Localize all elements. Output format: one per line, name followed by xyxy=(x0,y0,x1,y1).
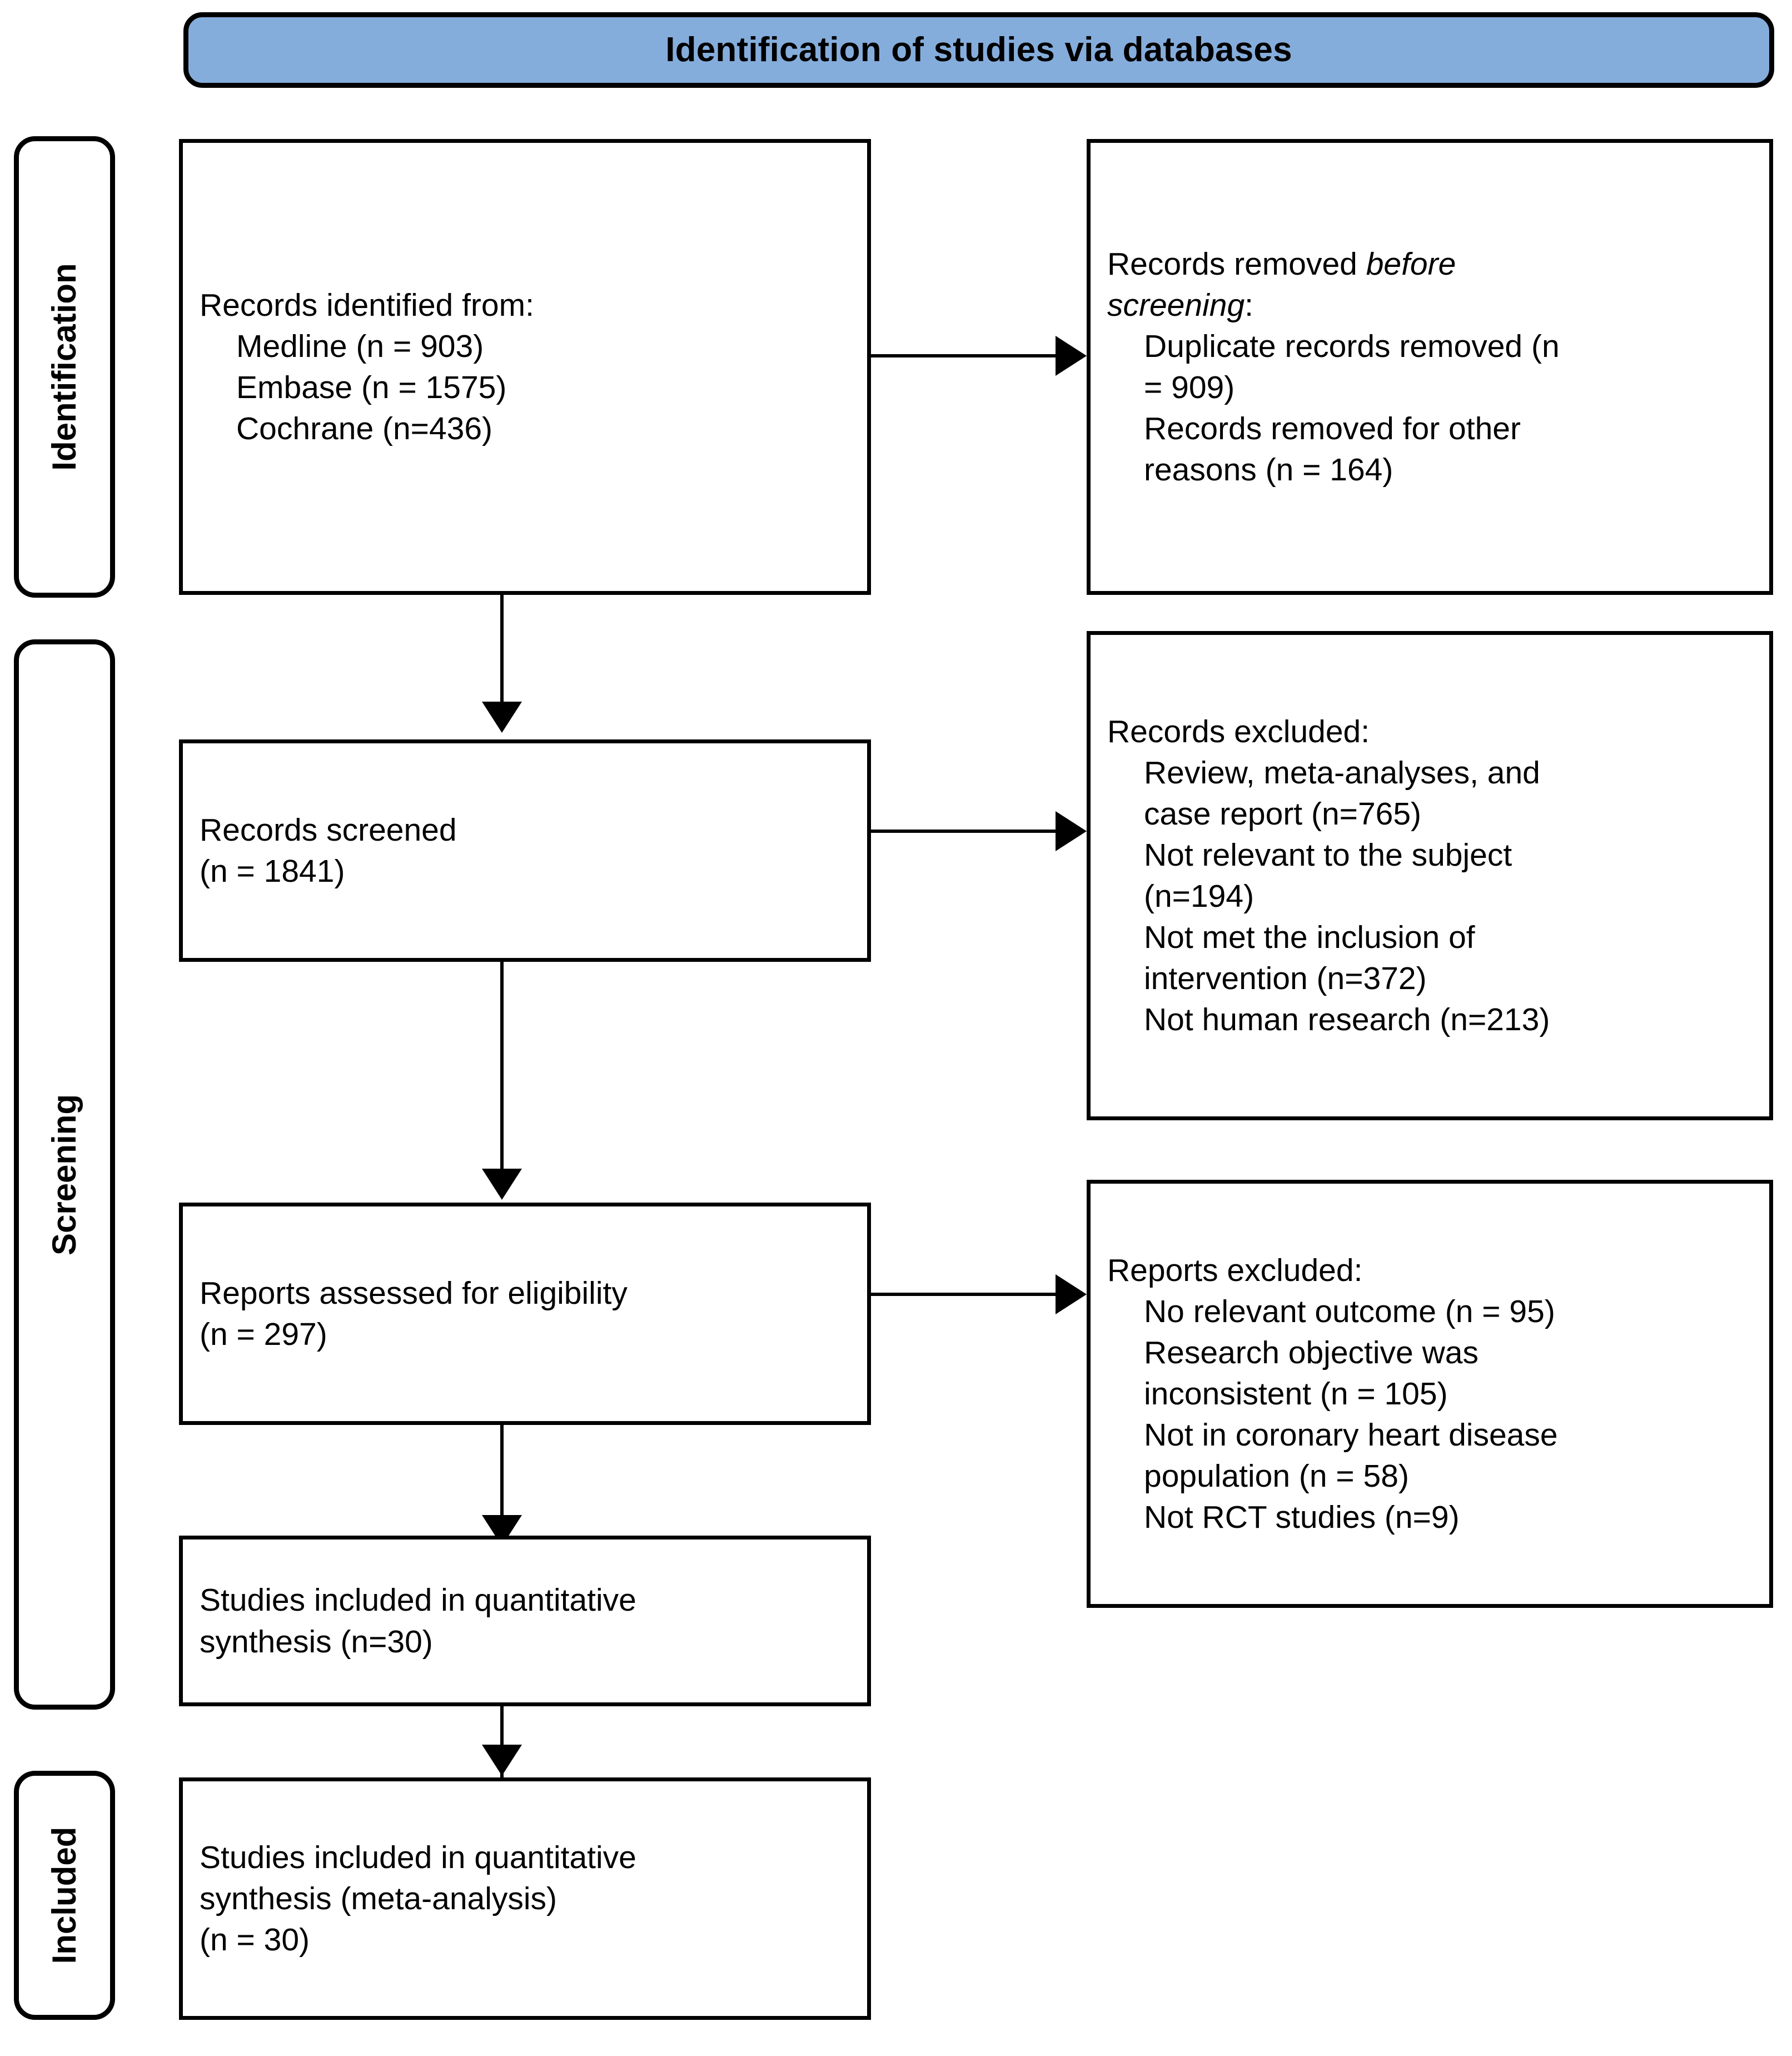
line-records-screened-0: Records screened xyxy=(200,812,457,848)
line-records-removed-2: Duplicate records removed (n xyxy=(1144,328,1560,364)
line-reports-assessed-1: (n = 297) xyxy=(200,1317,327,1352)
line-studies-quantitative-1: synthesis (n=30) xyxy=(200,1623,433,1660)
node-studies-quantitative: Studies included in quantitative synthes… xyxy=(179,1536,871,1706)
line-records-excluded-5: Not met the inclusion of xyxy=(1144,920,1475,956)
line-records-screened-1: (n = 1841) xyxy=(200,853,345,889)
line-records-identified-3: Cochrane (n=436) xyxy=(236,411,493,447)
line-reports-excluded-1: No relevant outcome (n = 95) xyxy=(1144,1293,1555,1329)
line-records-identified-1: Medline (n = 903) xyxy=(236,328,484,364)
stage-bracket-identification: Identification xyxy=(14,136,115,598)
line-records-removed-1b: : xyxy=(1245,287,1253,323)
line-records-removed-0a: Records removed xyxy=(1107,246,1366,282)
node-records-excluded: Records excluded: Review, meta-analyses,… xyxy=(1087,631,1773,1120)
line-records-excluded-1: Review, meta-analyses, and xyxy=(1144,754,1540,791)
line-records-excluded-6: intervention (n=372) xyxy=(1144,961,1427,997)
line-records-removed-1a: screening xyxy=(1107,287,1245,323)
line-records-removed-0b: before xyxy=(1366,246,1456,282)
line-reports-excluded-2: Research objective was xyxy=(1144,1334,1479,1370)
node-records-excluded-text: Records excluded: Review, meta-analyses,… xyxy=(1091,711,1769,1041)
stage-label-screening: Screening xyxy=(46,1094,83,1255)
line-reports-excluded-3: inconsistent (n = 105) xyxy=(1144,1375,1448,1412)
line-reports-excluded-4: Not in coronary heart disease xyxy=(1144,1417,1558,1453)
line-records-identified-2: Embase (n = 1575) xyxy=(236,370,507,405)
line-records-excluded-4: (n=194) xyxy=(1144,878,1255,914)
connector-screened-to-excluded-line xyxy=(871,830,1056,833)
connector-identified-to-removed-arrowhead xyxy=(1056,336,1087,376)
line-studies-quantitative-0: Studies included in quantitative xyxy=(200,1582,636,1618)
node-reports-assessed-text: Reports assessed for eligibility (n = 29… xyxy=(183,1273,867,1355)
banner-title: Identification of studies via databases xyxy=(665,30,1292,69)
node-reports-excluded: Reports excluded: No relevant outcome (n… xyxy=(1087,1180,1773,1608)
line-reports-excluded-5: population (n = 58) xyxy=(1144,1458,1409,1494)
connector-assessed-to-quantitative-line xyxy=(500,1425,504,1519)
node-records-screened-text: Records screened (n = 1841) xyxy=(183,810,867,892)
connector-identified-to-removed-line xyxy=(871,354,1056,357)
node-records-identified: Records identified from: Medline (n = 90… xyxy=(179,139,871,595)
connector-assessed-to-reports-excluded-line xyxy=(871,1293,1056,1296)
connector-quantitative-to-meta-arrowhead xyxy=(482,1745,522,1776)
line-records-excluded-0: Records excluded: xyxy=(1107,713,1370,749)
node-studies-quantitative-text: Studies included in quantitative synthes… xyxy=(183,1580,867,1662)
line-records-excluded-3: Not relevant to the subject xyxy=(1144,837,1512,873)
connector-assessed-to-reports-excluded-arrowhead xyxy=(1056,1274,1087,1314)
node-studies-meta-analysis-text: Studies included in quantitative synthes… xyxy=(183,1837,867,1960)
node-reports-excluded-text: Reports excluded: No relevant outcome (n… xyxy=(1091,1250,1769,1538)
line-reports-assessed-0: Reports assessed for eligibility xyxy=(200,1275,628,1311)
line-records-removed-5: reasons (n = 164) xyxy=(1144,452,1393,488)
stage-label-identification: Identification xyxy=(46,263,83,471)
line-studies-meta-2: (n = 30) xyxy=(200,1922,310,1958)
line-records-excluded-7: Not human research (n=213) xyxy=(1144,1002,1550,1038)
line-records-removed-1: screening: xyxy=(1107,285,1753,326)
line-records-removed-0: Records removed before xyxy=(1107,244,1753,285)
line-reports-excluded-6: Not RCT studies (n=9) xyxy=(1144,1499,1460,1536)
line-studies-meta-1: synthesis (meta-analysis) xyxy=(200,1880,557,1916)
stage-bracket-screening: Screening xyxy=(14,639,115,1710)
line-records-excluded-2: case report (n=765) xyxy=(1144,796,1422,832)
node-records-identified-text: Records identified from: Medline (n = 90… xyxy=(183,285,867,449)
connector-identified-to-screened-line xyxy=(500,595,504,706)
connector-screened-to-assessed-arrowhead xyxy=(482,1169,522,1200)
line-studies-meta-0: Studies included in quantitative xyxy=(200,1839,636,1875)
connector-identified-to-screened-arrowhead xyxy=(482,702,522,733)
stage-label-included: Included xyxy=(46,1826,83,1964)
connector-screened-to-assessed-line xyxy=(500,962,504,1173)
node-records-removed-text: Records removed before screening: Duplic… xyxy=(1091,244,1769,491)
connector-screened-to-excluded-arrowhead xyxy=(1056,811,1087,851)
line-records-identified-0: Records identified from: xyxy=(200,287,534,323)
node-records-removed: Records removed before screening: Duplic… xyxy=(1087,139,1773,595)
stage-bracket-included: Included xyxy=(14,1771,115,2020)
node-reports-assessed: Reports assessed for eligibility (n = 29… xyxy=(179,1203,871,1425)
line-records-removed-4: Records removed for other xyxy=(1144,411,1521,447)
node-records-screened: Records screened (n = 1841) xyxy=(179,739,871,962)
connector-quantitative-to-meta-line xyxy=(500,1706,504,1779)
banner-identification-databases: Identification of studies via databases xyxy=(183,12,1774,88)
node-studies-meta-analysis: Studies included in quantitative synthes… xyxy=(179,1777,871,2020)
line-records-removed-3: = 909) xyxy=(1144,370,1235,405)
line-reports-excluded-0: Reports excluded: xyxy=(1107,1252,1363,1288)
